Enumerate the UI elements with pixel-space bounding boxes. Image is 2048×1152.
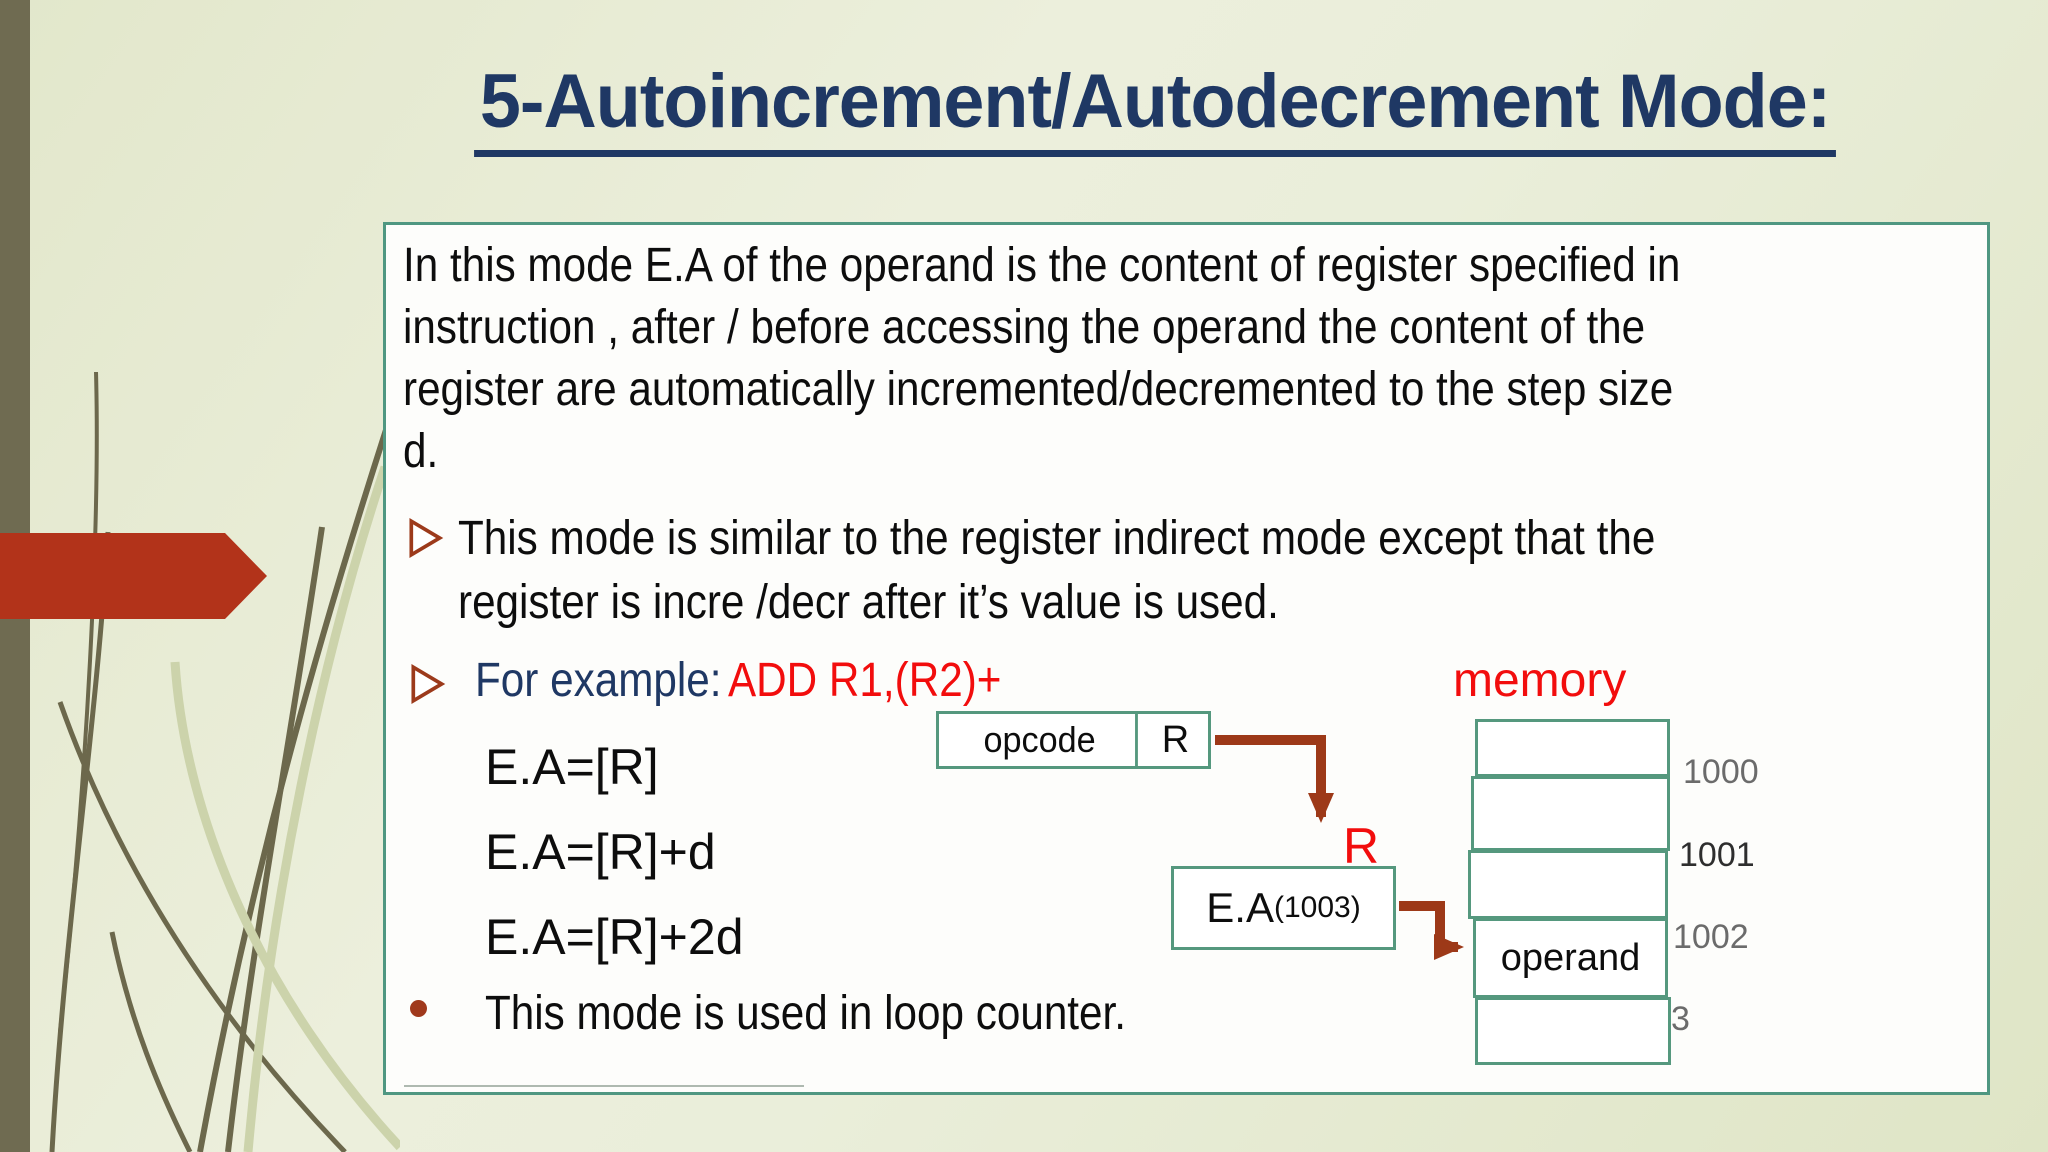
intro-paragraph: In this mode E.A of the operand is the c… — [403, 239, 1681, 478]
arrow-bullet-icon — [409, 517, 444, 559]
memory-cell-operand: operand — [1473, 918, 1668, 998]
dot-bullet-icon — [410, 1000, 427, 1017]
content-box: In this mode E.A of the operand is the c… — [383, 222, 1990, 1095]
bullet-loop-counter: This mode is used in loop counter. — [485, 987, 1127, 1040]
memory-address: 1000 — [1683, 753, 1759, 791]
ea-to-operand-arrow — [1399, 901, 1464, 960]
ea-equation-1: E.A=[R] — [485, 739, 659, 795]
arrow-bullet-icon — [411, 663, 446, 705]
memory-address: 1002 — [1673, 918, 1749, 956]
grass-decoration — [49, 372, 400, 1152]
ea-label: E.A — [1206, 884, 1274, 931]
ea-equation-3: E.A=[R]+2d — [485, 909, 744, 965]
memory-cell — [1475, 997, 1671, 1065]
ea-value: (1003) — [1273, 891, 1361, 924]
example-instruction: ADD R1,(R2)+ — [728, 654, 1002, 707]
instruction-box: opcode R — [936, 711, 1211, 769]
effective-address-box: E.A(1003) — [1171, 866, 1396, 950]
page-title: 5-Autoincrement/Autodecrement Mode: — [352, 62, 1958, 157]
memory-cell-value: operand — [1500, 936, 1641, 979]
memory-address-partial: 3 — [1671, 1000, 1690, 1038]
red-arrow-banner — [0, 533, 267, 619]
register-pointer-label: R — [1343, 818, 1380, 874]
opcode-field: opcode — [944, 714, 1138, 766]
memory-label: memory — [1453, 654, 1627, 707]
ea-equations: E.A=[R] E.A=[R]+d E.A=[R]+2d — [485, 725, 744, 980]
bullet-similar-mode: This mode is similar to the register ind… — [458, 512, 1656, 629]
register-select-arrow — [1215, 735, 1334, 823]
for-example-label: For example: — [475, 654, 722, 707]
memory-cell — [1475, 719, 1670, 777]
memory-cell — [1468, 850, 1668, 919]
divider-line — [404, 1085, 804, 1087]
register-field: R — [1161, 718, 1190, 761]
memory-cell — [1471, 776, 1670, 851]
memory-address: 1001 — [1679, 836, 1755, 874]
ea-equation-2: E.A=[R]+d — [485, 824, 716, 880]
